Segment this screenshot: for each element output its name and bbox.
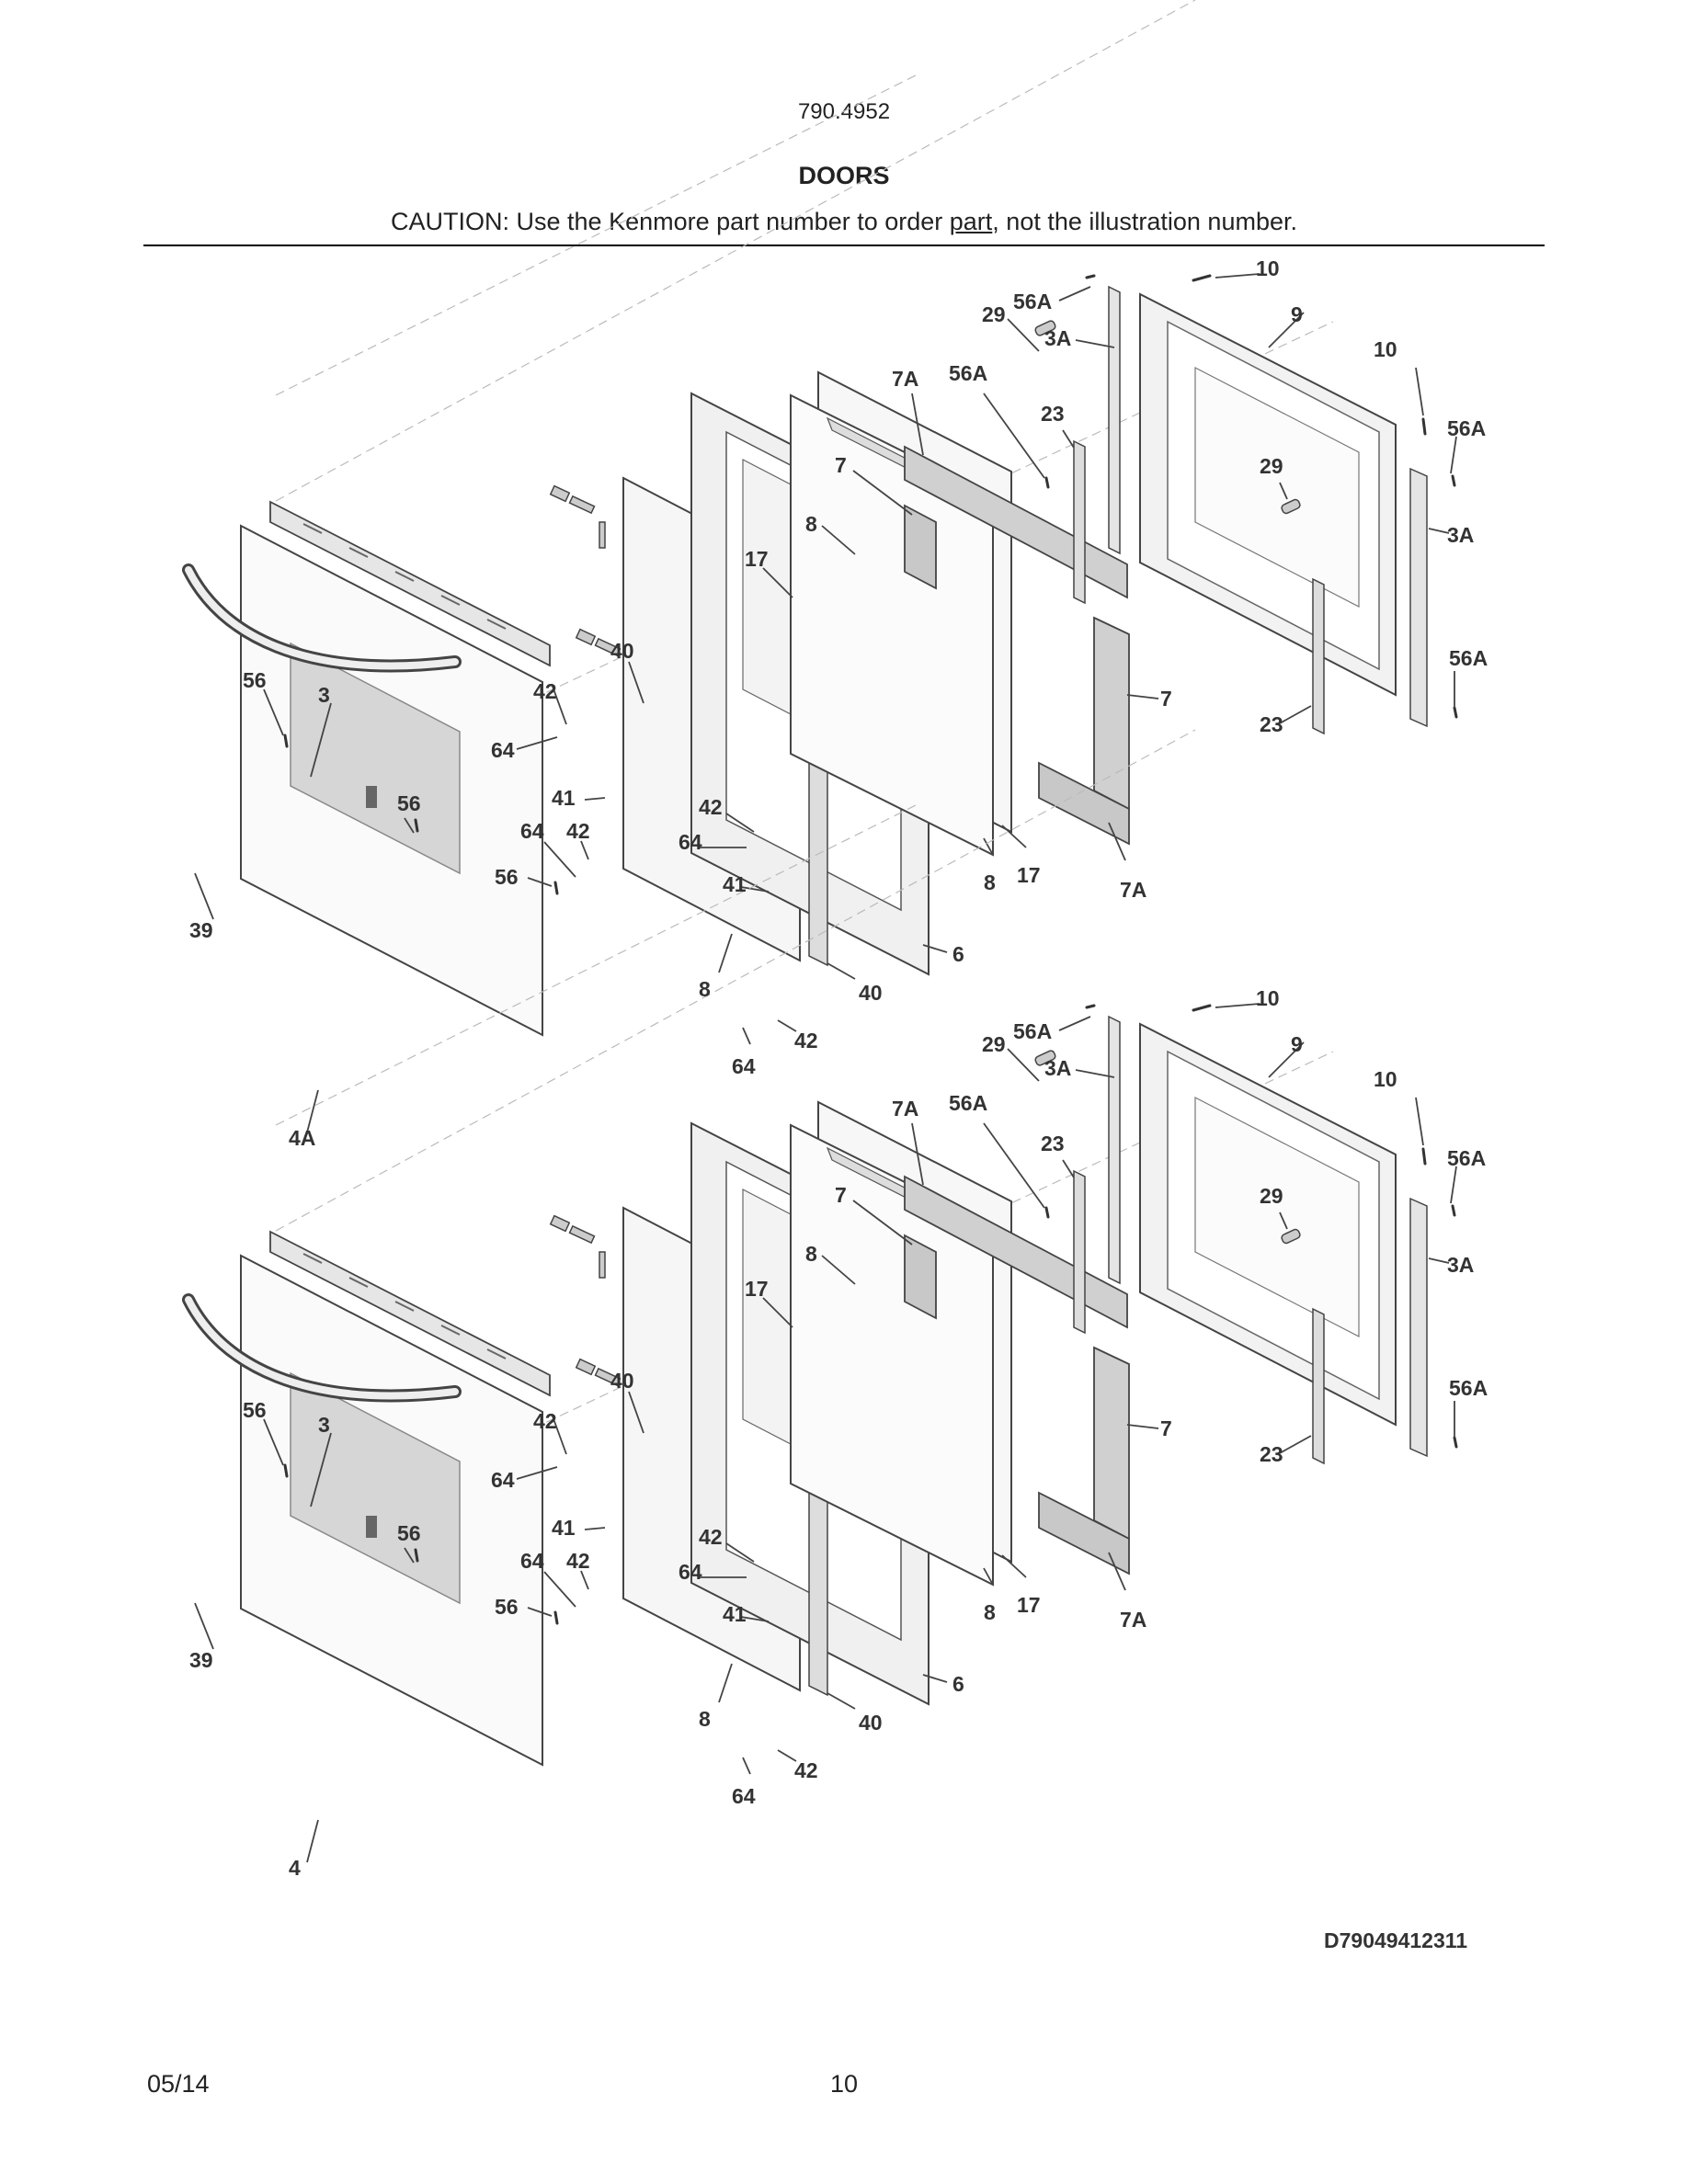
callout-label: 7 [1160, 1416, 1172, 1440]
callout-label: 8 [805, 512, 817, 536]
callout-label: 23 [1041, 1132, 1065, 1155]
page-title: DOORS [798, 162, 890, 189]
callout-label: 39 [189, 918, 213, 942]
callout-label: 42 [794, 1758, 818, 1782]
diagram-id: D79049412311 [1324, 1928, 1468, 1952]
callout-label: 3A [1044, 326, 1071, 350]
callout-label: 64 [732, 1054, 756, 1078]
callout-label: 64 [732, 1784, 756, 1808]
callout-label: 56A [1013, 1019, 1052, 1043]
callout-label: 64 [520, 1549, 544, 1573]
callout-label: 42 [533, 679, 557, 703]
callout-label: 56A [1449, 1376, 1488, 1400]
callout-label: 7A [1120, 878, 1146, 902]
callout-label: 41 [723, 872, 747, 896]
caution-link: part [949, 208, 993, 235]
callout-label: 42 [533, 1409, 557, 1433]
callout-label: 23 [1260, 712, 1283, 736]
callout-label: 40 [859, 981, 883, 1005]
callout-label: 6 [952, 942, 964, 966]
callout-label: 29 [1260, 1184, 1283, 1208]
callout-label: 8 [984, 1600, 996, 1624]
callout-label: 17 [1017, 863, 1041, 887]
footer-date: 05/14 [147, 2070, 210, 2098]
upper-door-callouts: 10 56A 29 9 3A 10 7A 56A 23 56A 29 7 3A 8 17 56A 40 56 3 42… [189, 256, 1488, 1150]
callout-label: 3A [1447, 523, 1474, 547]
page-number: 10 [829, 2070, 859, 2098]
callout-label: 41 [552, 786, 576, 810]
callout-label: 42 [566, 1549, 590, 1573]
callout-label: 17 [745, 547, 769, 571]
callout-label: 56A [1447, 1146, 1486, 1170]
callout-label: 56A [1447, 416, 1486, 440]
callout-label: 56 [397, 1521, 421, 1545]
callout-label: 41 [723, 1602, 747, 1626]
callout-label: 56A [949, 1091, 987, 1115]
callout-label: 56A [949, 361, 987, 385]
callout-label: 8 [699, 1707, 711, 1731]
callout-label: 8 [699, 977, 711, 1001]
callout-label: 9 [1291, 1032, 1303, 1056]
callout-label: 3A [1447, 1253, 1474, 1277]
callout-label: 3 [318, 1413, 330, 1437]
callout-label: 56 [495, 1595, 519, 1619]
callout-label: 29 [982, 302, 1006, 326]
upper-door-illustration [188, 0, 1456, 1132]
callout-label: 40 [859, 1711, 883, 1735]
callout-label: 8 [984, 870, 996, 894]
callout-label: 3A [1044, 1056, 1071, 1080]
callout-label: 10 [1256, 986, 1280, 1010]
callout-label: 17 [745, 1277, 769, 1301]
callout-label: 7A [892, 367, 918, 391]
callout-label: 64 [679, 830, 702, 854]
callout-label: 6 [952, 1672, 964, 1696]
callout-label: 64 [520, 819, 544, 843]
callout-label: 41 [552, 1516, 576, 1540]
callout-label: 7 [835, 453, 847, 477]
callout-label: 56A [1013, 290, 1052, 313]
callout-label: 23 [1260, 1442, 1283, 1466]
callout-label: 7A [892, 1097, 918, 1120]
caution-suffix: , not the illustration number. [992, 208, 1297, 235]
callout-label: 64 [491, 1468, 515, 1492]
callout-label: 7 [835, 1183, 847, 1207]
callout-label: 23 [1041, 402, 1065, 426]
callout-label: 3 [318, 683, 330, 707]
callout-label: 56 [495, 865, 519, 889]
callout-label: 56 [397, 791, 421, 815]
callout-label: 40 [610, 639, 634, 663]
callout-label: 7A [1120, 1608, 1146, 1632]
caution-prefix: CAUTION: Use the Kenmore part number to … [391, 208, 950, 235]
callout-label: 56A [1449, 646, 1488, 670]
callout-label: 64 [679, 1560, 702, 1584]
caution-note: CAUTION: Use the Kenmore part number to … [0, 208, 1688, 236]
callout-label: 29 [982, 1032, 1006, 1056]
callout-label: 42 [699, 795, 723, 819]
callout-label: 4 [289, 1856, 301, 1880]
callout-label: 8 [805, 1242, 817, 1266]
callout-label: 17 [1017, 1593, 1041, 1617]
callout-label: 9 [1291, 302, 1303, 326]
callout-label: 10 [1374, 1067, 1397, 1091]
callout-label: 56 [243, 1398, 267, 1422]
callout-label: 4A [289, 1126, 315, 1150]
callout-label: 10 [1374, 337, 1397, 361]
callout-label: 42 [699, 1525, 723, 1549]
callout-label: 39 [189, 1648, 213, 1672]
callout-label: 56 [243, 668, 267, 692]
callout-label: 10 [1256, 256, 1280, 280]
callout-label: 29 [1260, 454, 1283, 478]
callout-label: 42 [794, 1029, 818, 1052]
callout-label: 64 [491, 738, 515, 762]
callout-label: 42 [566, 819, 590, 843]
header-divider [143, 245, 1545, 246]
callout-label: 40 [610, 1369, 634, 1393]
callout-label: 7 [1160, 687, 1172, 711]
